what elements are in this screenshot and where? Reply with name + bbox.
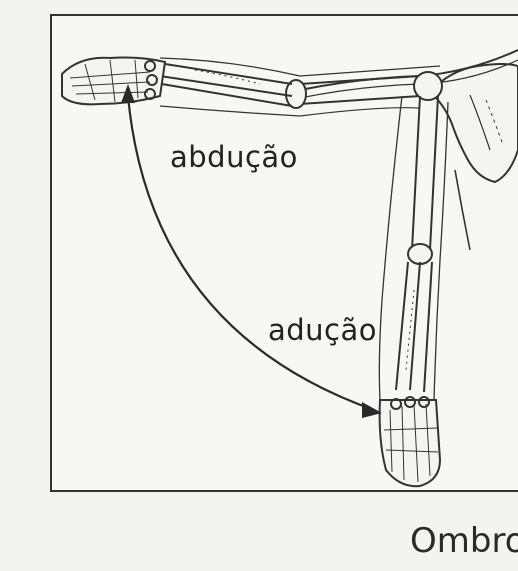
raised-arm xyxy=(62,58,442,117)
torso-contour xyxy=(455,170,470,250)
abduction-label: abdução xyxy=(170,140,298,174)
movement-arrow xyxy=(121,84,382,418)
diagram-caption: Ombro xyxy=(410,521,518,561)
lowered-arm xyxy=(379,96,448,486)
adduction-label: adução xyxy=(268,313,377,347)
